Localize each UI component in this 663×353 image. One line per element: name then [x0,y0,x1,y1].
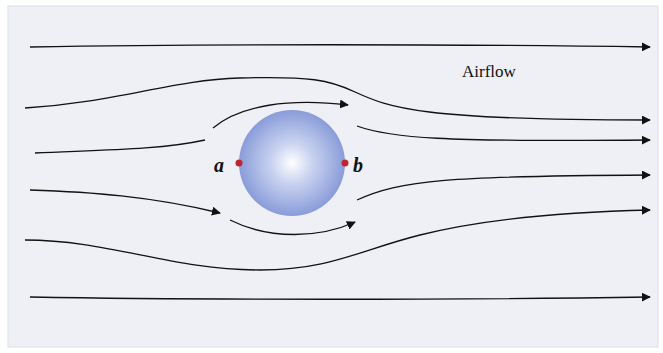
airflow-label: Airflow [462,62,516,82]
streamlines [25,45,650,300]
background-panel [8,6,658,347]
point-label: b [353,154,363,177]
sphere [239,110,345,216]
point-b [342,160,349,167]
point-a [236,160,243,167]
point-label: a [214,154,224,177]
